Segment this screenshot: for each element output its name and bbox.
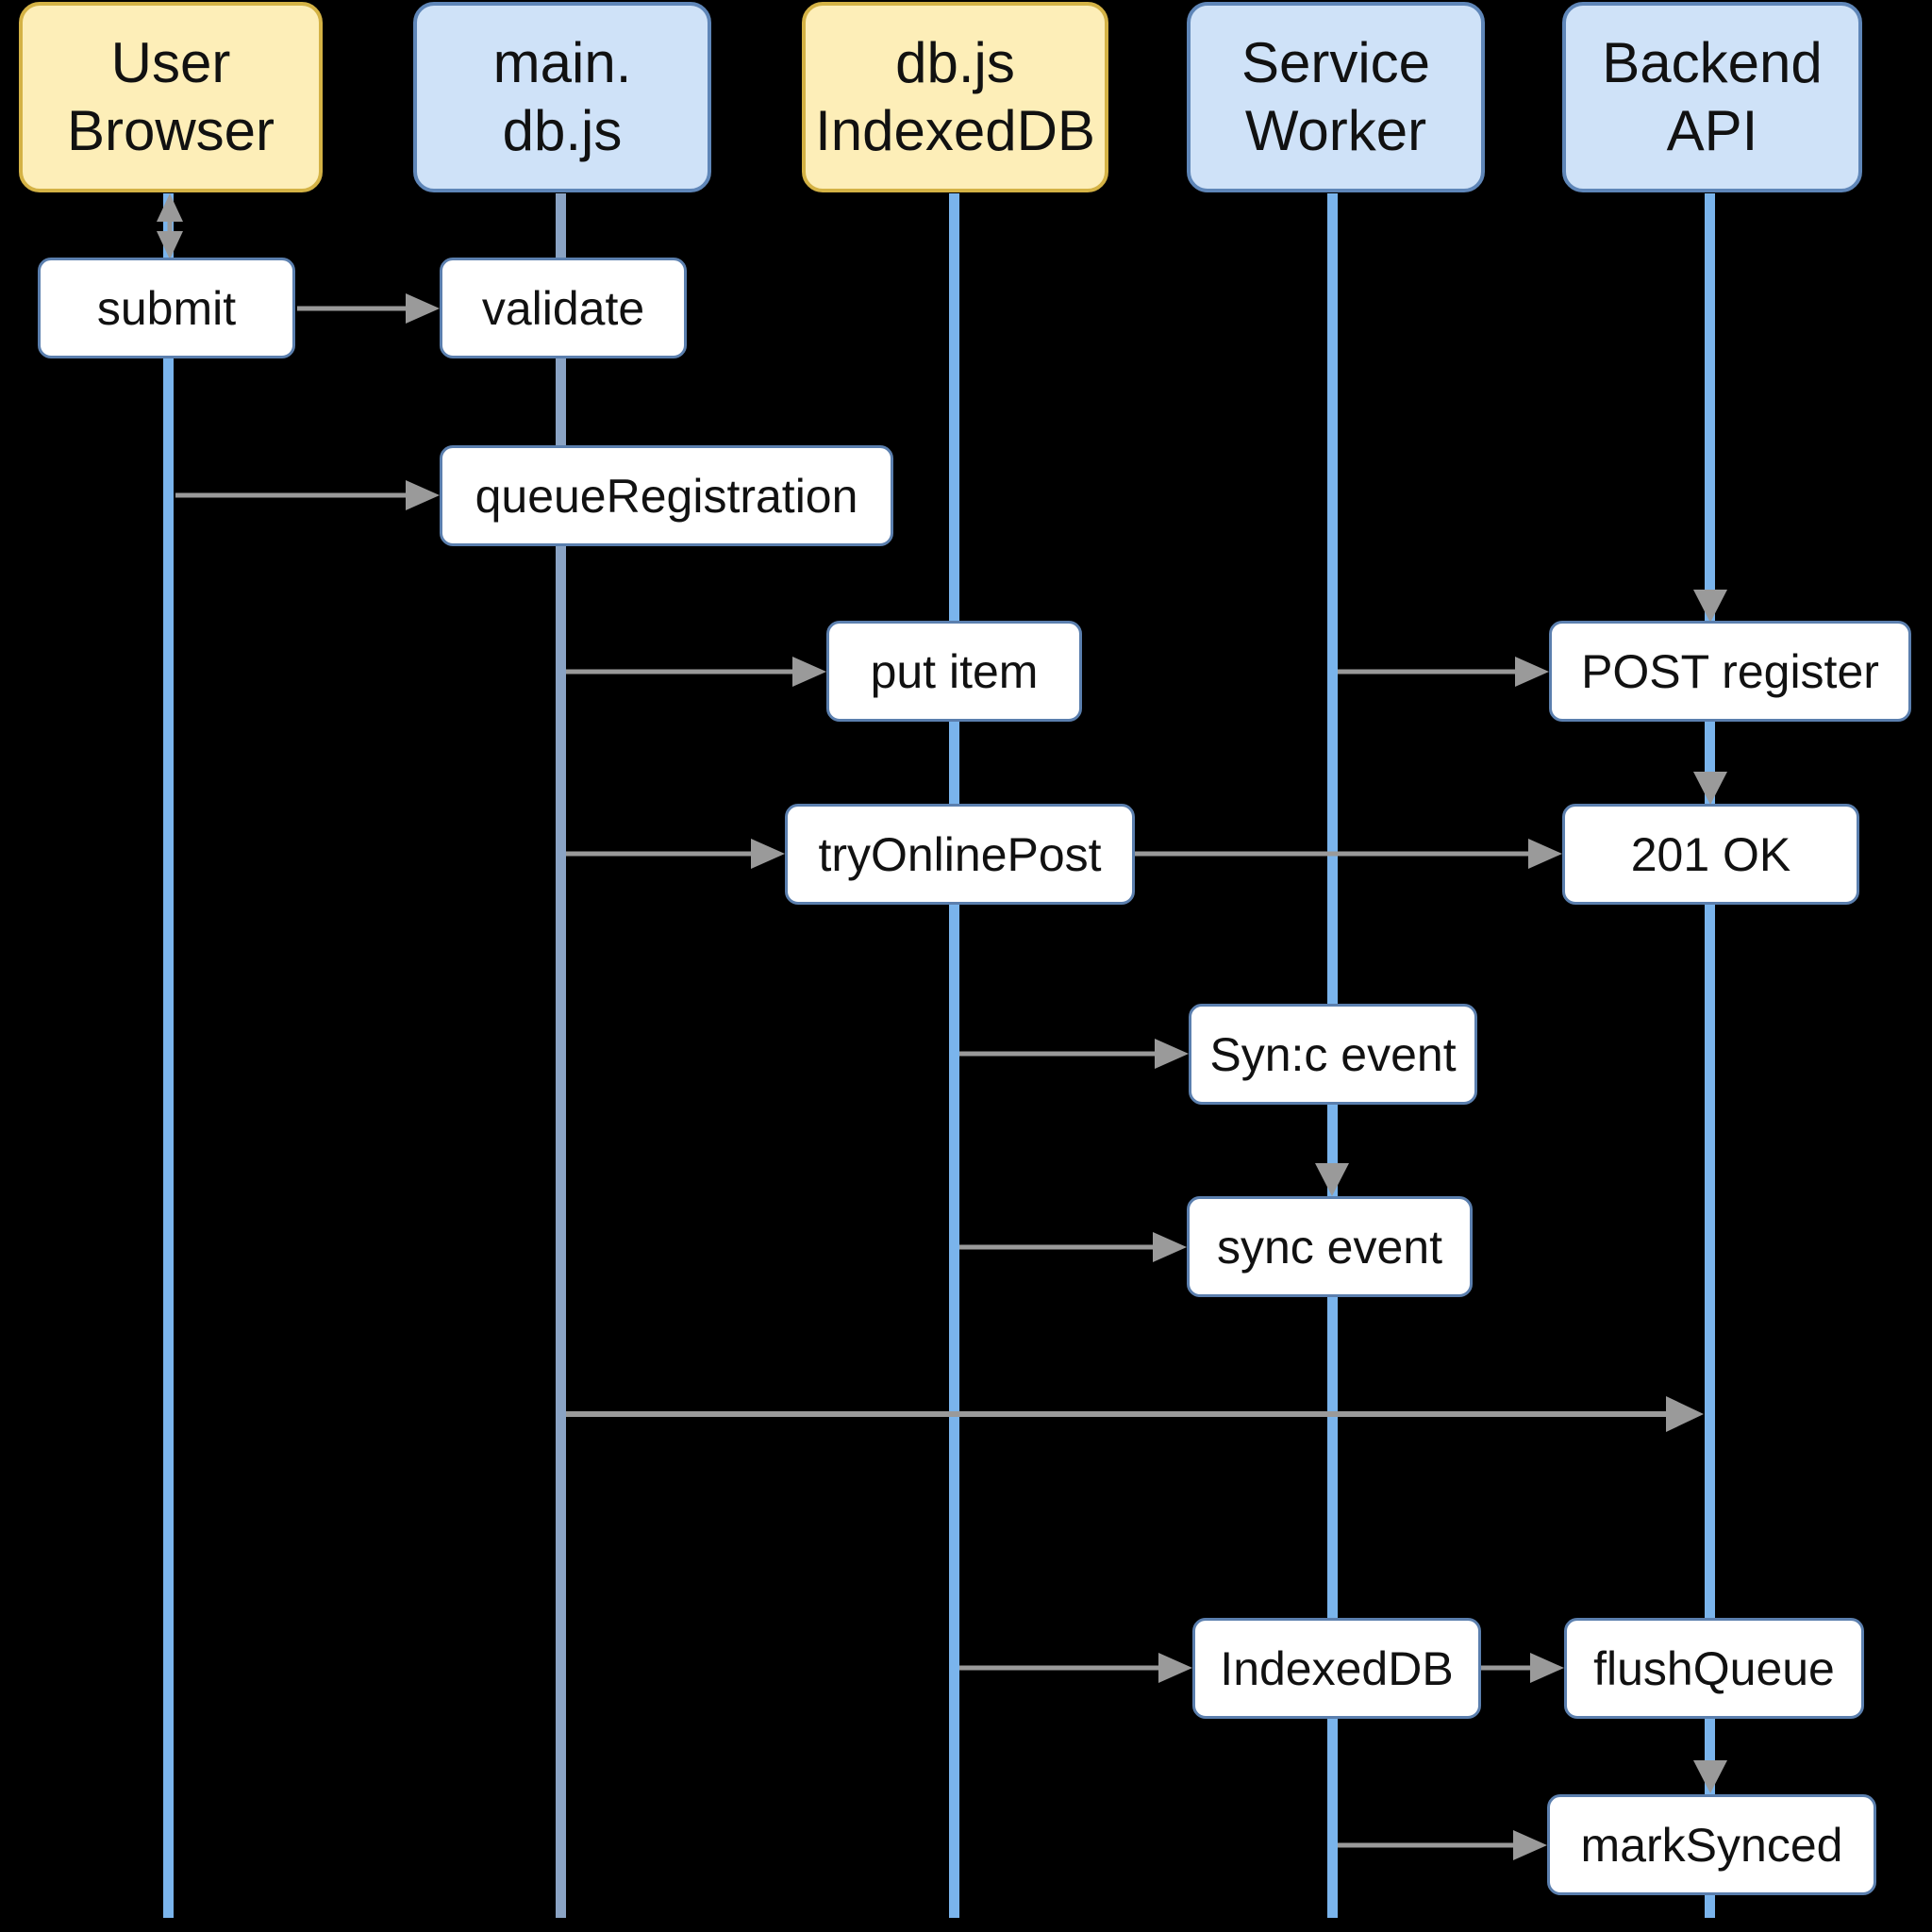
arrowhead	[1528, 839, 1562, 869]
arrowhead	[1666, 1396, 1704, 1432]
participant-user-browser: User Browser	[19, 2, 323, 192]
step-sync-event-2: sync event	[1187, 1196, 1473, 1297]
participant-label: User Browser	[66, 31, 275, 162]
arrowhead	[1155, 1039, 1189, 1069]
step-label: put item	[870, 644, 1039, 698]
arrowhead	[751, 839, 785, 869]
step-201-ok: 201 OK	[1562, 804, 1859, 905]
step-label: queueRegistration	[475, 469, 858, 523]
participant-label: main. db.js	[492, 31, 632, 162]
step-indexeddb: IndexedDB	[1192, 1618, 1481, 1719]
arrowhead-down	[1693, 772, 1727, 805]
step-label: submit	[96, 281, 237, 335]
step-flush-queue: flushQueue	[1564, 1618, 1864, 1719]
step-label: sync event	[1216, 1220, 1442, 1274]
participant-label: Backend API	[1602, 31, 1823, 162]
step-label: POST register	[1581, 644, 1879, 698]
lifeline-main	[556, 193, 566, 1918]
step-try-online-post: tryOnlinePost	[785, 804, 1135, 905]
step-label: validate	[481, 281, 645, 335]
participant-label: db.js IndexedDB	[815, 31, 1095, 162]
arrowhead-down	[157, 231, 183, 259]
step-label: markSynced	[1580, 1818, 1843, 1872]
arrowhead	[406, 480, 440, 510]
step-label: flushQueue	[1593, 1641, 1835, 1695]
arrowhead	[1515, 657, 1549, 687]
arrowhead-down	[1693, 1760, 1727, 1793]
step-label: tryOnlinePost	[818, 827, 1102, 881]
step-label: Syn:c event	[1209, 1027, 1457, 1081]
arrowhead-down	[1315, 1163, 1349, 1196]
participant-service-worker: Service Worker	[1187, 2, 1485, 192]
step-mark-synced: markSynced	[1547, 1794, 1876, 1895]
lifeline-user	[163, 193, 174, 1918]
arrowhead	[1513, 1830, 1547, 1860]
participant-db-indexeddb: db.js IndexedDB	[802, 2, 1108, 192]
arrowhead	[1530, 1653, 1564, 1683]
lifeline-db	[949, 193, 959, 1918]
step-queue-registration: queueRegistration	[440, 445, 893, 546]
step-validate: validate	[440, 258, 687, 358]
arrowhead	[792, 657, 826, 687]
step-post-register: POST register	[1549, 621, 1911, 722]
step-sync-event-1: Syn:c event	[1189, 1004, 1477, 1105]
participant-backend-api: Backend API	[1562, 2, 1862, 192]
participant-main-db: main. db.js	[413, 2, 711, 192]
step-label: 201 OK	[1630, 827, 1791, 881]
participant-label: Service Worker	[1241, 31, 1431, 162]
arrowhead	[1153, 1232, 1187, 1262]
step-submit: submit	[38, 258, 295, 358]
step-put-item: put item	[826, 621, 1082, 722]
arrowhead-down	[1693, 590, 1727, 623]
arrowhead-up	[157, 193, 183, 222]
step-label: IndexedDB	[1220, 1641, 1454, 1695]
arrowhead	[1158, 1653, 1192, 1683]
arrowhead	[406, 293, 440, 324]
lifeline-api	[1705, 193, 1715, 1918]
